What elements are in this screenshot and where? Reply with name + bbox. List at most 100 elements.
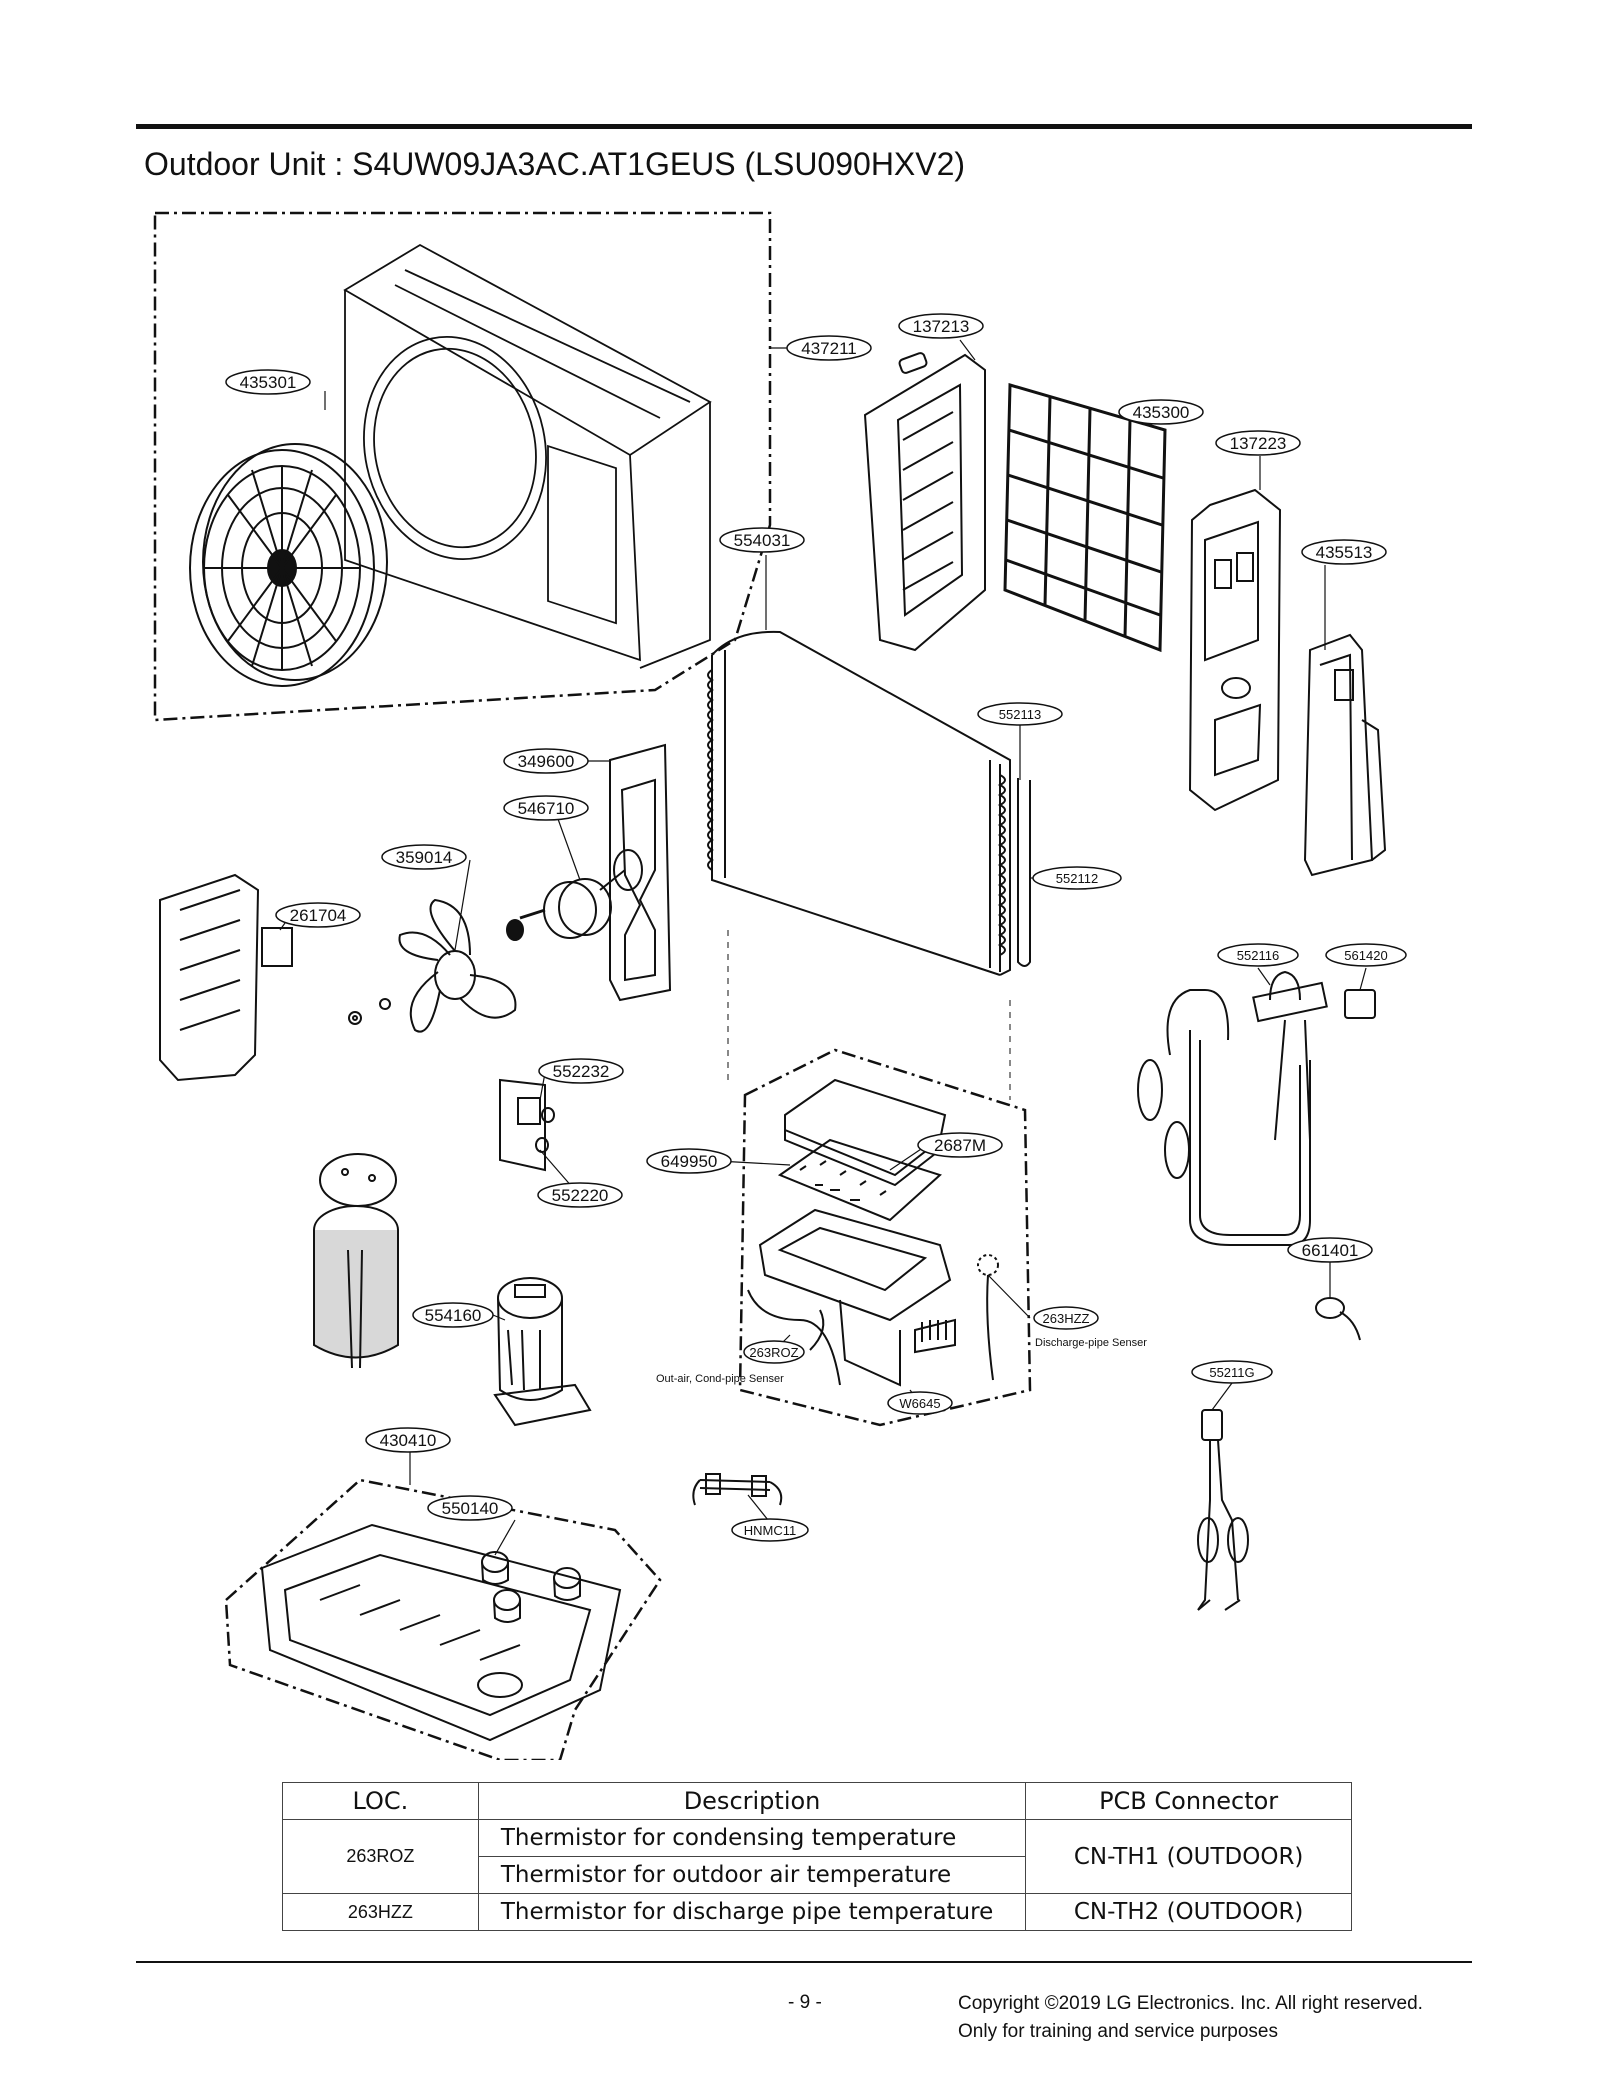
base-pan-group-boundary <box>224 1478 662 1760</box>
copyright-notice: Copyright ©2019 LG Electronics. Inc. All… <box>958 1990 1423 2046</box>
callout-546710: 546710 <box>518 799 575 818</box>
callout-oval <box>1032 866 1122 890</box>
callout-oval <box>503 748 589 774</box>
side-panel <box>863 352 986 652</box>
fan-motor <box>506 869 626 941</box>
exploded-parts-diagram: 435301 437211 137213 435300 137223 55403… <box>153 211 1407 1760</box>
valve-coil <box>1344 989 1376 1019</box>
top-rule <box>136 124 1472 129</box>
callout-554160: 554160 <box>425 1306 482 1325</box>
callout-oval <box>1325 943 1407 967</box>
callout-oval <box>743 1340 805 1364</box>
callout-550140: 550140 <box>442 1499 499 1518</box>
callout-552116: 552116 <box>1237 948 1279 963</box>
copyright-line: Copyright ©2019 LG Electronics. Inc. All… <box>958 1993 1423 2014</box>
control-box-cover <box>1303 633 1387 877</box>
discharge-sensor-note: Discharge-pipe Senser <box>1035 1337 1147 1349</box>
callout-554031: 554031 <box>734 531 791 550</box>
callout-137223: 137223 <box>1230 434 1287 453</box>
description-cell: Thermistor for discharge pipe temperatur… <box>477 1893 1027 1931</box>
callout-oval <box>786 335 872 361</box>
page-number: - 9 - <box>788 1992 822 2013</box>
description-cell: Thermistor for outdoor air temperature <box>477 1856 1027 1894</box>
propeller-fan <box>398 898 517 1033</box>
callout-oval <box>977 702 1063 726</box>
fan-grille <box>189 443 388 687</box>
motor-mount-bracket <box>609 743 672 1002</box>
callout-oval <box>427 1495 513 1521</box>
callout-261704: 261704 <box>290 906 347 925</box>
base-pan <box>260 1523 622 1742</box>
callout-55211G: 55211G <box>1209 1365 1254 1380</box>
callout-552113: 552113 <box>999 707 1041 722</box>
training-notice-line: Only for training and service purposes <box>958 2021 1278 2042</box>
callout-430410: 430410 <box>380 1431 437 1450</box>
callout-oval <box>503 795 589 821</box>
assembly-guide-line <box>727 930 1011 1100</box>
rear-grille-mesh <box>1003 383 1167 653</box>
outair-sensor-note: Out-air, Cond-pipe Senser <box>656 1373 784 1385</box>
callout-435513: 435513 <box>1316 543 1373 562</box>
callout-552112: 552112 <box>1056 871 1098 886</box>
callout-552220: 552220 <box>552 1186 609 1205</box>
table-row: 263HZZ Thermistor for discharge pipe tem… <box>282 1893 1352 1931</box>
callout-oval <box>1191 1360 1273 1384</box>
control-box-case <box>758 1208 952 1387</box>
leader-lines <box>279 339 1367 1556</box>
callout-oval <box>917 1132 1003 1158</box>
callout-263HZZ: 263HZZ <box>1043 1311 1090 1326</box>
compressor-sound-blanket <box>313 1205 399 1369</box>
callout-oval <box>1118 399 1204 425</box>
rear-service-panel <box>1188 488 1282 812</box>
callout-oval <box>538 1058 624 1084</box>
callout-W6645: W6645 <box>899 1396 940 1411</box>
table-row: 263ROZ Thermistor for condensing tempera… <box>282 1819 1352 1894</box>
callout-2687M: 2687M <box>934 1136 986 1155</box>
callout-435300: 435300 <box>1133 403 1190 422</box>
callout-661401: 661401 <box>1302 1241 1359 1260</box>
callout-561420: 561420 <box>1344 948 1387 963</box>
thermistor-wires <box>747 1254 999 1386</box>
callout-oval <box>719 527 805 553</box>
main-pcb <box>777 1138 942 1222</box>
control-box-group-boundary <box>738 1048 1032 1427</box>
callout-137213: 137213 <box>913 317 970 336</box>
callout-437211: 437211 <box>801 339 856 358</box>
callout-oval <box>225 369 311 395</box>
table-header-row: LOC. Description PCB Connector <box>282 1782 1352 1820</box>
terminal-block <box>914 1318 956 1354</box>
anti-vibration-rubbers <box>481 1551 581 1623</box>
bottom-rule <box>136 1961 1472 1963</box>
compressor <box>493 1277 592 1427</box>
callout-oval <box>1215 430 1301 456</box>
barrier-panel <box>159 873 293 1082</box>
callout-435301: 435301 <box>240 373 297 392</box>
header-description: Description <box>477 1782 1027 1820</box>
callout-oval <box>1217 943 1299 967</box>
callout-oval <box>1301 539 1387 565</box>
callout-649950: 649950 <box>661 1152 718 1171</box>
callout-oval <box>1033 1306 1099 1330</box>
page-title: Outdoor Unit : S4UW09JA3AC.AT1GEUS (LSU0… <box>144 146 966 182</box>
callout-oval <box>412 1302 494 1328</box>
four-way-valve-assembly <box>1137 970 1328 1246</box>
description-cell: Thermistor for condensing temperature <box>477 1819 1027 1857</box>
callout-oval <box>731 1518 809 1542</box>
callout-oval <box>537 1182 623 1208</box>
cabinet-front-panel <box>343 243 712 669</box>
loc-cell: 263ROZ <box>282 1819 479 1894</box>
electronic-expansion-valve-assembly <box>1197 1409 1249 1611</box>
callout-oval <box>887 1391 953 1415</box>
thermistor-legend-table: LOC. Description PCB Connector 263ROZ Th… <box>282 1782 1352 1931</box>
table-row: Thermistor for outdoor air temperature <box>283 1856 1352 1894</box>
header-loc: LOC. <box>282 1782 479 1820</box>
compressor-top-plate <box>319 1153 397 1207</box>
expansion-valve-coil <box>1315 1297 1361 1341</box>
callout-HNMC11: HNMC11 <box>744 1523 797 1538</box>
callout-263ROZ: 263ROZ <box>749 1345 798 1360</box>
loc-cell: 263HZZ <box>282 1893 479 1931</box>
callout-oval <box>898 313 984 339</box>
reactor-assembly <box>499 1078 555 1172</box>
callout-359014: 359014 <box>396 848 453 867</box>
callout-oval <box>1287 1237 1373 1263</box>
